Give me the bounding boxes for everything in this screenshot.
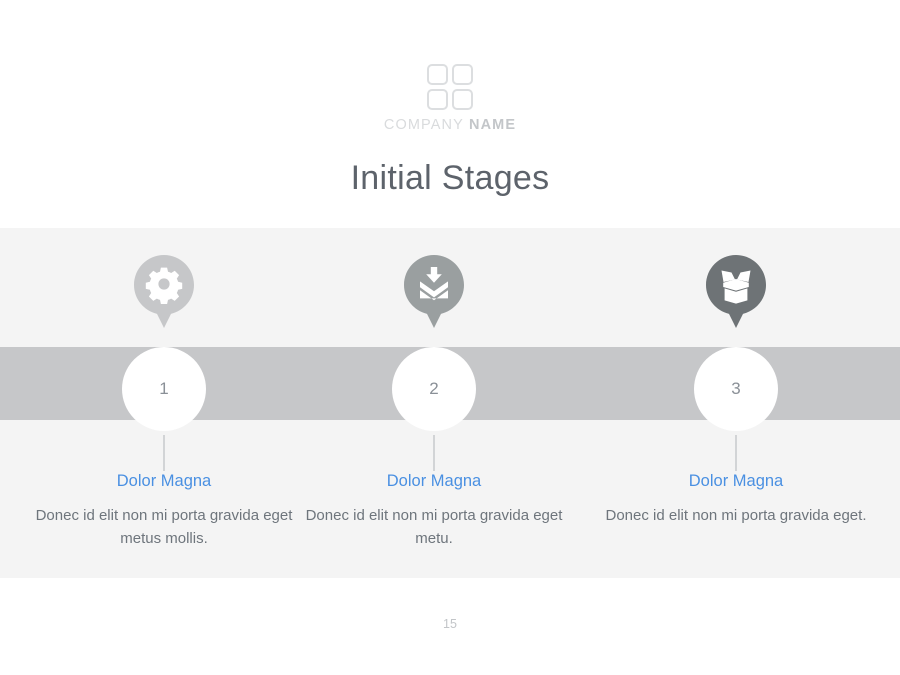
logo-cell-top-left — [427, 64, 448, 85]
stage-body: Donec id elit non mi porta gravida eget … — [35, 506, 293, 548]
page-number: 15 — [443, 617, 457, 631]
brand-block: COMPANY NAME — [0, 64, 900, 133]
page-title: Initial Stages — [350, 159, 550, 197]
logo-cell-bottom-left — [427, 89, 448, 110]
stage-connector-line — [163, 435, 165, 471]
stage-connector-line — [735, 435, 737, 471]
stage-item[interactable]: 3 Dolor Magna Donec id elit non mi porta… — [586, 228, 886, 578]
stage-text-block: Dolor Magna Donec id elit non mi porta g… — [284, 472, 584, 551]
gear-icon — [134, 255, 194, 328]
stage-item[interactable]: 2 Dolor Magna Donec id elit non mi porta… — [284, 228, 584, 578]
stage-text-block: Dolor Magna Donec id elit non mi porta g… — [586, 472, 886, 527]
logo-cell-top-right — [452, 64, 473, 85]
grid-four-squares-icon — [427, 64, 473, 110]
open-box-icon — [706, 255, 766, 328]
stages-container: 1 Dolor Magna Donec id elit non mi porta… — [0, 228, 900, 578]
company-name: COMPANY NAME — [0, 118, 900, 133]
stage-heading: Dolor Magna — [688, 472, 784, 490]
stage-item[interactable]: 1 Dolor Magna Donec id elit non mi porta… — [14, 228, 314, 578]
stage-body: Donec id elit non mi porta gravida eget … — [305, 506, 563, 548]
company-word: COMPANY — [383, 117, 464, 133]
envelope-download-icon — [404, 255, 464, 328]
stage-number-badge: 3 — [694, 347, 778, 431]
stage-connector-line — [433, 435, 435, 471]
stage-number-badge: 2 — [392, 347, 476, 431]
stage-heading: Dolor Magna — [386, 472, 482, 490]
stage-heading: Dolor Magna — [116, 472, 212, 490]
stage-number-badge: 1 — [122, 347, 206, 431]
stage-body: Donec id elit non mi porta gravida eget. — [605, 506, 867, 524]
stage-text-block: Dolor Magna Donec id elit non mi porta g… — [14, 472, 314, 551]
name-word: NAME — [469, 117, 517, 133]
logo-cell-bottom-right — [452, 89, 473, 110]
